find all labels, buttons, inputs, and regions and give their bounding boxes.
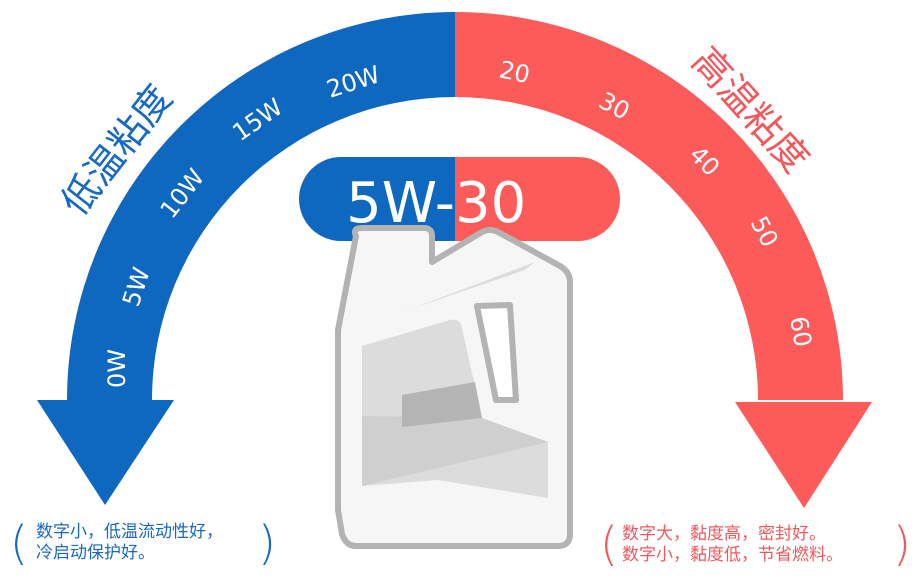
scale-label-0w: 0W	[103, 349, 131, 388]
high-temp-arc	[455, 12, 843, 400]
high-temp-arrow-head	[735, 402, 872, 508]
right-note-open-paren: (	[600, 517, 618, 571]
left-note-close-paren: )	[258, 516, 276, 570]
scale-label-60: 60	[784, 314, 817, 349]
right-note-line-2: 数字小，黏度低，节省燃料。	[622, 545, 843, 565]
badge-summer-grade: 30	[455, 171, 526, 236]
oil-jug-icon	[335, 225, 573, 549]
low-temp-arc	[67, 12, 455, 400]
left-note-open-paren: (	[10, 516, 28, 570]
grade-badge: 5W- 30	[299, 157, 620, 241]
scale-label-20: 20	[497, 55, 533, 89]
right-note: 数字大，黏度高，密封好。 数字小，黏度低，节省燃料。	[622, 524, 843, 566]
left-note-line-2: 冷启动保护好。	[36, 543, 155, 563]
right-note-line-1: 数字大，黏度高，密封好。	[622, 524, 826, 544]
low-temp-arrow-head	[37, 400, 174, 505]
left-note: 数字小，低温流动性好， 冷启动保护好。	[36, 522, 223, 564]
left-note-line-1: 数字小，低温流动性好，	[36, 522, 223, 542]
right-note-close-paren: )	[893, 517, 911, 571]
